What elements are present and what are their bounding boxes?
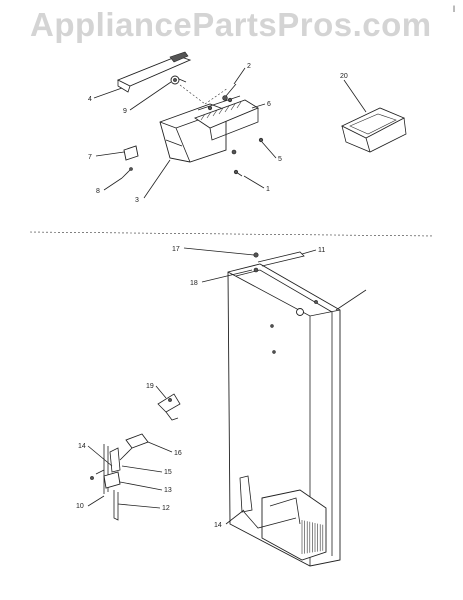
callout-11: 11 <box>318 247 325 254</box>
part-13-fitting <box>103 471 121 489</box>
vent-grille <box>301 520 324 554</box>
callout-10: 10 <box>76 503 84 510</box>
watermark-logo: AppliancePartsPros.com <box>30 6 432 43</box>
part-10-screw <box>90 476 94 480</box>
callout-2: 2 <box>247 63 251 70</box>
ice-maker-assembly <box>116 51 264 179</box>
valve-assembly <box>90 433 149 521</box>
callout-14-lower: 14 <box>214 522 222 529</box>
part-9-fitting <box>170 75 187 85</box>
callout-17: 17 <box>172 246 180 253</box>
door-panel-assembly <box>227 251 367 567</box>
callout-6: 6 <box>267 101 271 108</box>
callout-15: 15 <box>164 469 172 476</box>
callout-18: 18 <box>190 280 198 287</box>
callout-13: 13 <box>164 487 172 494</box>
callout-3: 3 <box>135 197 139 204</box>
part-2-screw <box>222 83 237 101</box>
leader-lines <box>87 67 367 525</box>
callout-16: 16 <box>174 450 182 457</box>
part-12-tube <box>113 490 119 521</box>
callout-9: 9 <box>123 108 127 115</box>
callout-1: 1 <box>266 186 270 193</box>
part-1-screw <box>233 169 243 177</box>
part-11-hinge-rod <box>257 251 305 267</box>
part-16-valve <box>125 433 149 449</box>
callout-4: 4 <box>88 96 92 103</box>
part-20-ice-tray <box>340 107 407 153</box>
part-8-screw <box>121 167 133 179</box>
callout-5: 5 <box>278 156 282 163</box>
part-5-screw <box>231 137 264 155</box>
callout-20: 20 <box>340 73 348 80</box>
callout-labels: 1 2 3 4 5 6 7 8 9 10 11 12 13 14 14 15 1… <box>76 63 348 529</box>
callout-8: 8 <box>96 188 100 195</box>
part-17-bushing <box>253 252 259 258</box>
callout-19: 19 <box>146 383 154 390</box>
part-19-bracket <box>157 393 181 421</box>
part-6-ice-mold <box>194 95 259 141</box>
callout-14-upper: 14 <box>78 443 86 450</box>
part-7-clip <box>123 145 139 161</box>
part-18-bushing <box>253 267 259 273</box>
section-divider <box>29 231 435 237</box>
callout-7: 7 <box>88 154 92 161</box>
callout-12: 12 <box>162 505 170 512</box>
part-4-bracket <box>116 51 192 93</box>
corner-mark: l <box>453 4 455 14</box>
